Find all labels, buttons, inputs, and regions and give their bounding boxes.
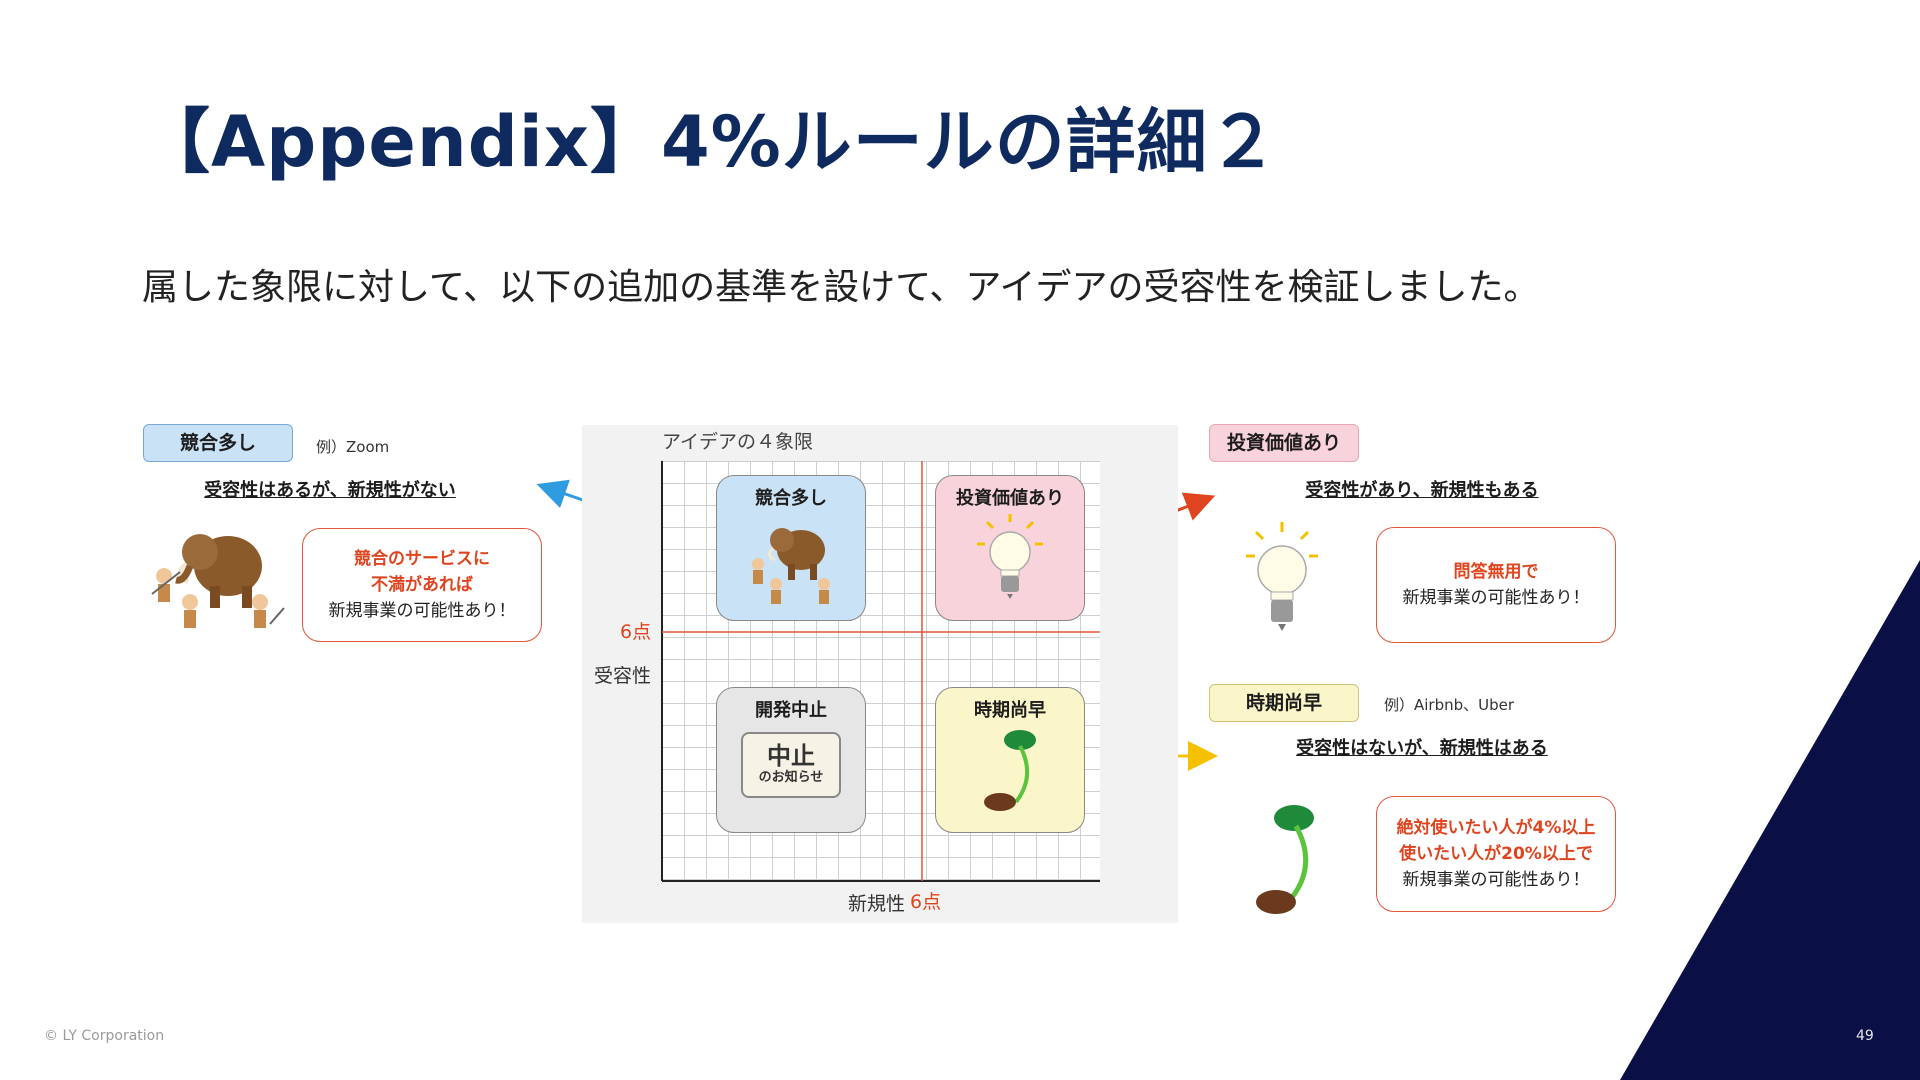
stop-sign-small-text: のお知らせ [743,769,839,787]
quadrant-premature: 時期尚早 [935,687,1085,833]
page-number: 49 [1856,1028,1874,1044]
quadrant-label-investment: 投資価値あり [936,484,1084,510]
callout-red-line-1: 絶対使いたい人が4%以上 [1377,815,1615,841]
quadrant-investment: 投資価値あり [935,475,1085,621]
copyright-footer: © LY Corporation [44,1028,164,1044]
lightbulb-icon [975,512,1045,608]
callout-premature: 絶対使いたい人が4%以上 使いたい人が20%以上で 新規事業の可能性あり！ [1376,796,1616,912]
sprout-icon [970,726,1050,818]
heading-investment: 受容性があり、新規性もある [1262,476,1582,502]
callout-red-line-2: 使いたい人が20%以上で [1377,841,1615,867]
example-airbnb-uber: 例）Airbnb、Uber [1384,694,1514,715]
quadrant-label-premature: 時期尚早 [936,696,1084,722]
callout-black-line: 新規事業の可能性あり！ [1377,585,1615,611]
tag-investment: 投資価値あり [1209,424,1359,462]
y-axis-label: 受容性 [594,661,651,688]
y-threshold-label: 6点 [620,617,651,644]
lightbulb-icon [1244,520,1320,640]
quadrant-competition: 競合多し [716,475,866,621]
tag-premature: 時期尚早 [1209,684,1359,722]
quadrant-label-discontinued: 開発中止 [717,696,865,722]
callout-black-line: 新規事業の可能性あり！ [1377,867,1615,893]
x-axis-label: 新規性 [848,889,905,916]
stop-notice-sign: 中止 のお知らせ [741,732,841,798]
idea-quadrant-matrix: アイデアの４象限 6点 受容性 新規性 6点 競合多し 投資価値あり [582,425,1178,923]
stop-sign-big-text: 中止 [743,743,839,769]
sprout-icon [1244,800,1334,920]
x-threshold-label: 6点 [910,887,941,914]
matrix-axes [582,425,1178,923]
heading-premature: 受容性はないが、新規性はある [1262,734,1582,760]
callout-investment: 問答無用で 新規事業の可能性あり！ [1376,527,1616,643]
decorative-corner-triangle [1620,560,1920,1080]
quadrant-discontinued: 開発中止 中止 のお知らせ [716,687,866,833]
callout-red-line: 問答無用で [1377,559,1615,585]
mammoth-hunt-icon [746,514,836,606]
quadrant-label-competition: 競合多し [717,484,865,510]
